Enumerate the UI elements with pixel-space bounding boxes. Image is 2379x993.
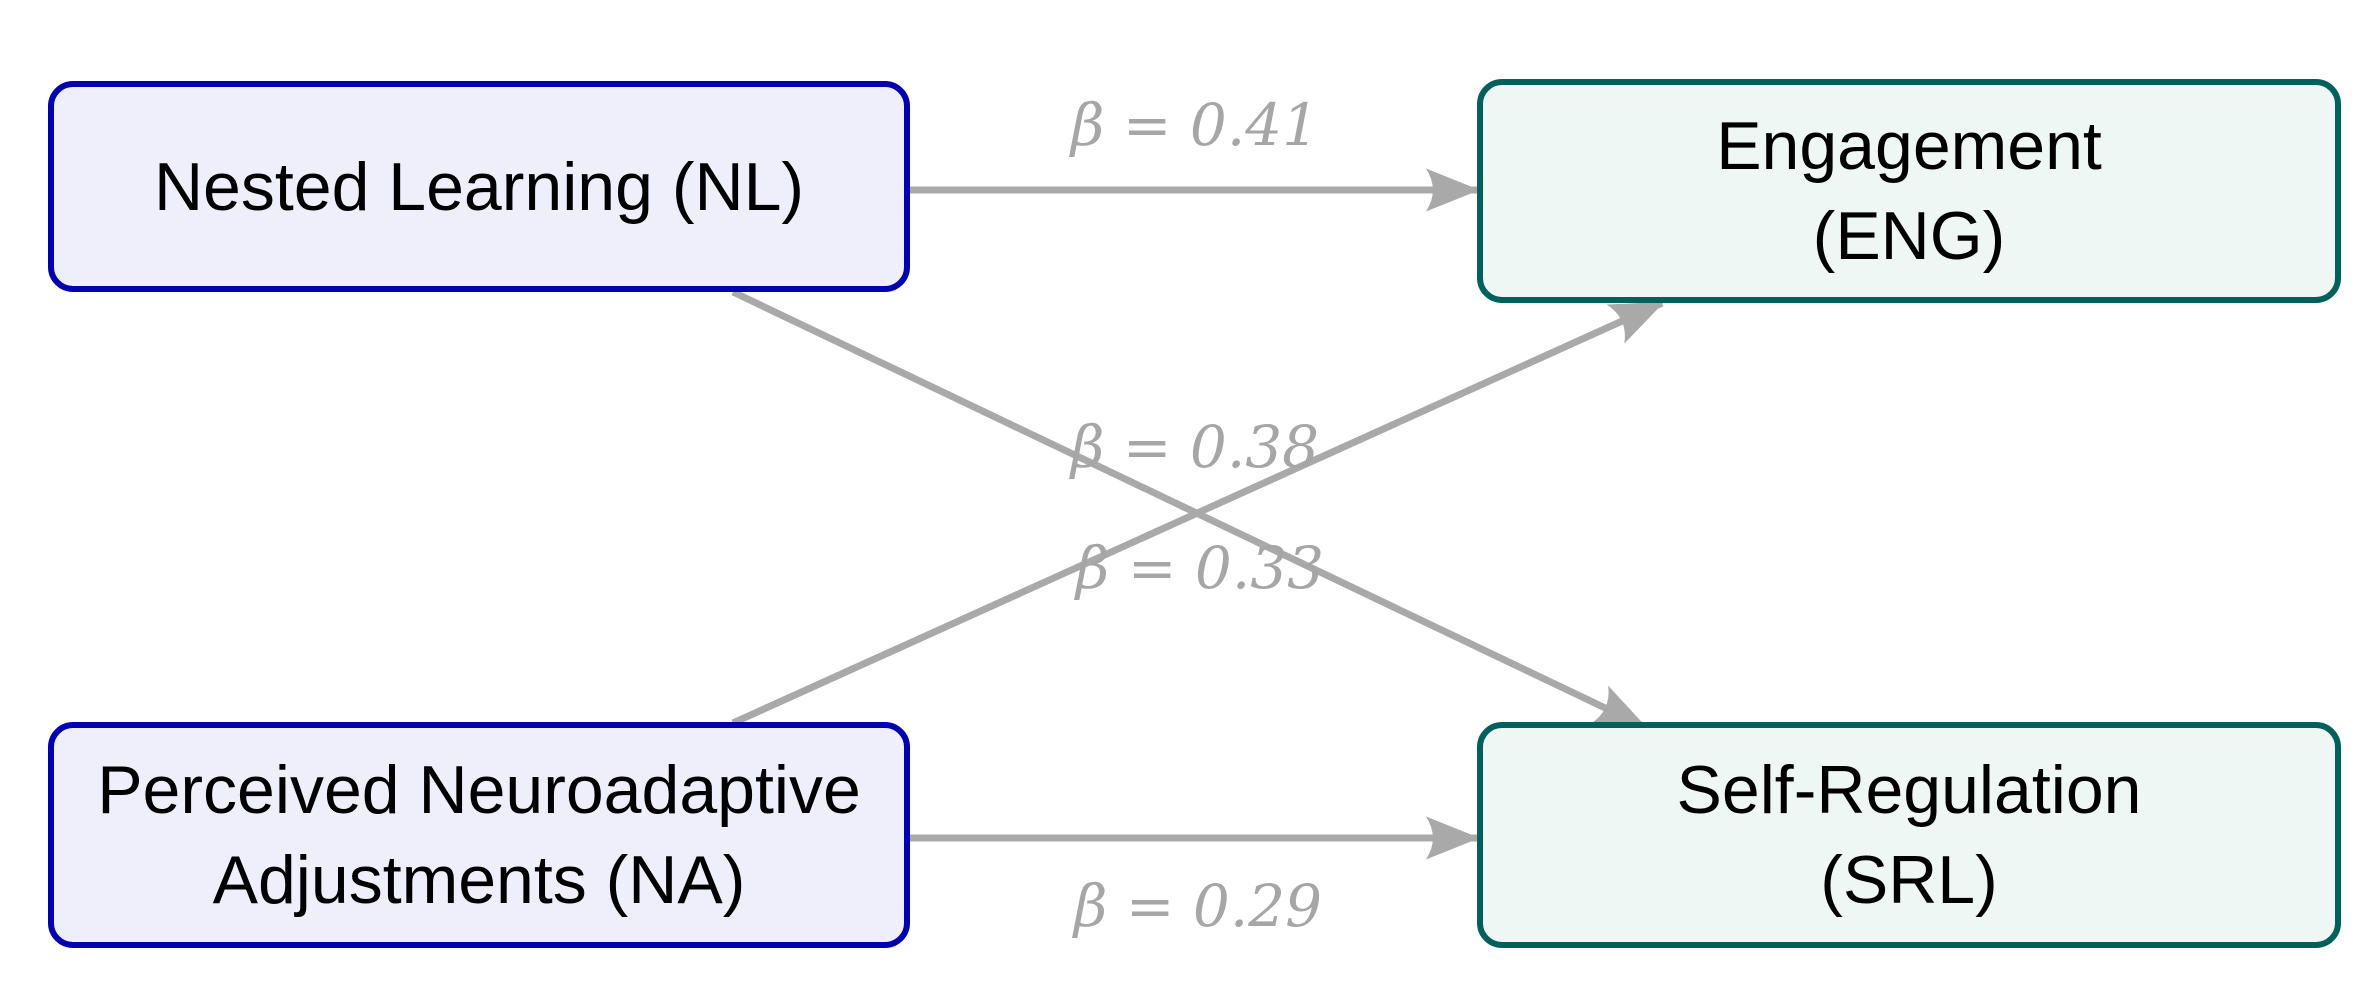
edge-label-nl-srl: β = 0.38	[1069, 413, 1319, 481]
edge-label-na-srl: β = 0.29	[1072, 872, 1322, 940]
arrow-nl-to-srl	[731, 288, 1648, 731]
edge-label-nl-eng: β = 0.41	[1069, 91, 1319, 159]
arrow-na-to-eng	[731, 299, 1665, 727]
node-engagement-box	[1477, 79, 2341, 303]
node-self-regulation-label-line-2: (SRL)	[1820, 842, 1998, 918]
node-nested-learning-label: Nested Learning (NL)	[154, 149, 804, 225]
node-self-regulation-box	[1477, 722, 2341, 948]
node-nested-learning-box	[48, 81, 910, 292]
node-perceived-neuroadaptive-label-line-2: Adjustments (NA)	[213, 842, 746, 918]
node-perceived-neuroadaptive-box	[48, 722, 910, 948]
node-engagement-label-line-2: (ENG)	[1813, 198, 2006, 274]
node-engagement-label-line-1: Engagement	[1716, 108, 2102, 184]
node-perceived-neuroadaptive-label-line-1: Perceived Neuroadaptive	[97, 752, 861, 828]
edge-label-na-eng: β = 0.33	[1074, 534, 1324, 602]
node-self-regulation-label-line-1: Self-Regulation	[1677, 752, 2142, 828]
